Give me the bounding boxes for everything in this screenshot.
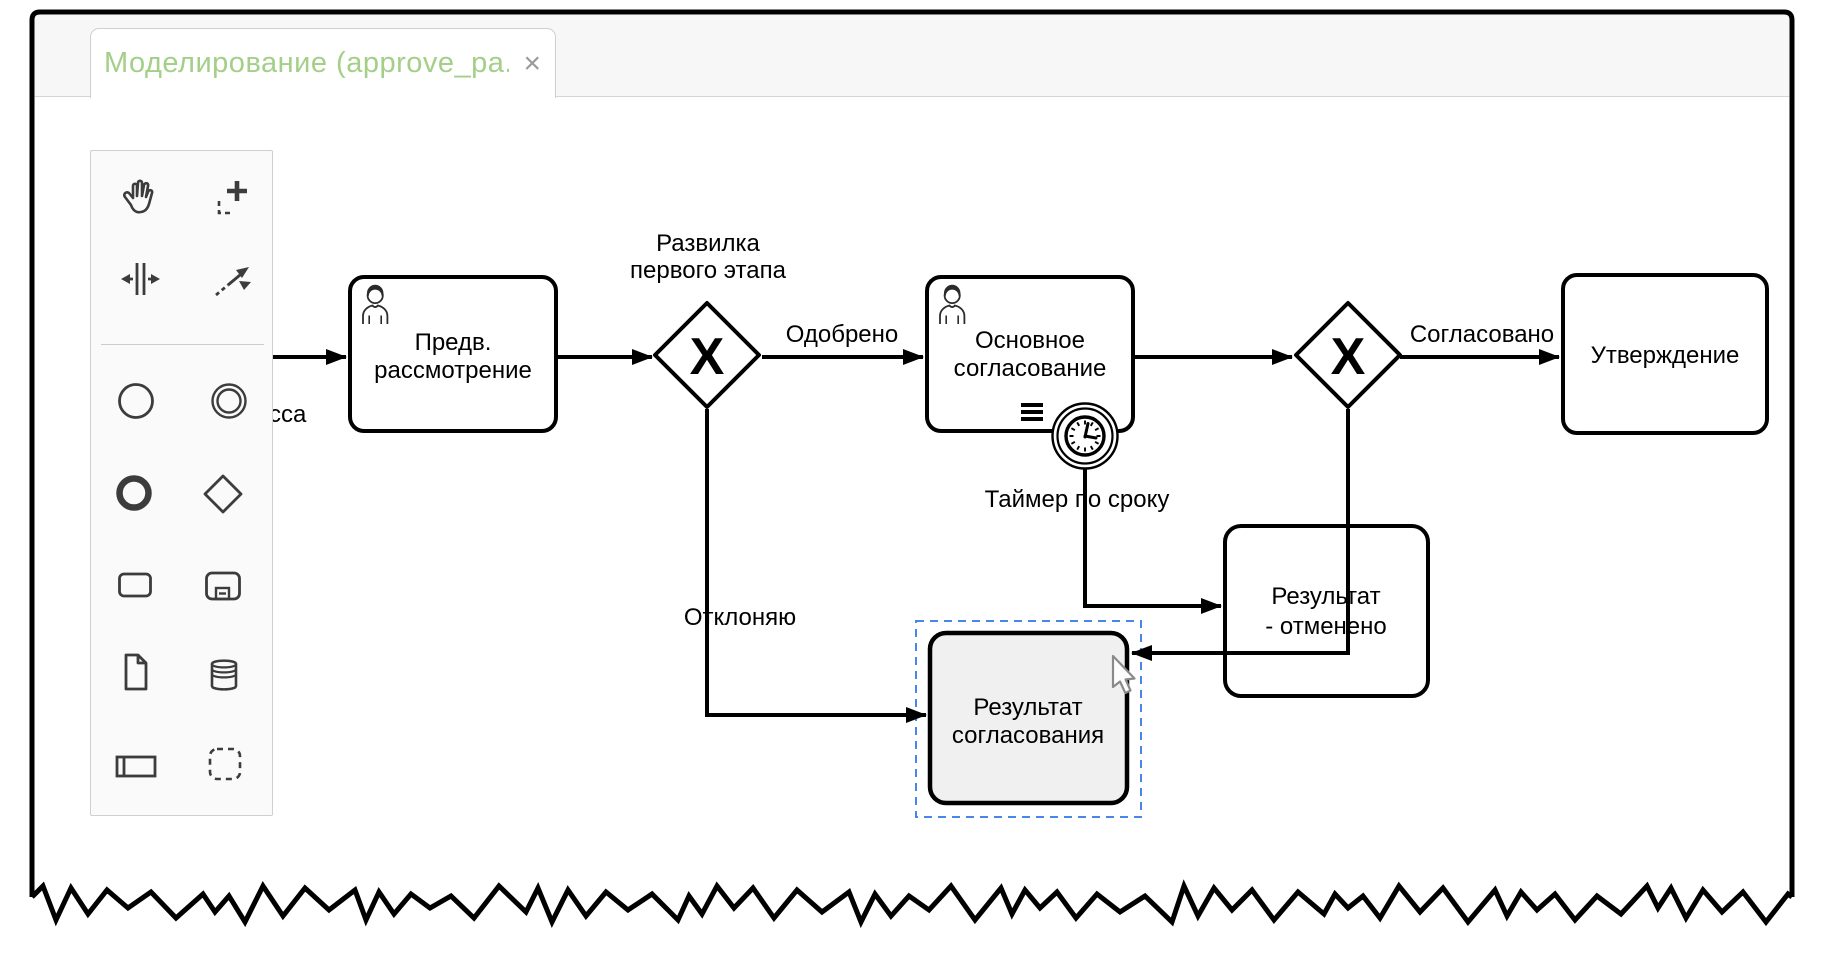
space-tool-icon — [121, 263, 160, 295]
create-data-store[interactable] — [201, 652, 247, 698]
hand-icon — [123, 179, 154, 214]
create-start-event[interactable] — [113, 378, 159, 424]
task-result-cancelled[interactable]: Результат - отменено — [1223, 524, 1430, 698]
lasso-tool[interactable] — [209, 175, 255, 221]
data-store-icon — [210, 659, 238, 691]
connect-icon — [215, 267, 251, 297]
svg-text:Утверждение: Утверждение — [1591, 342, 1740, 369]
create-end-event[interactable] — [111, 470, 157, 516]
bpmn-palette — [90, 150, 273, 816]
create-group[interactable] — [202, 741, 248, 787]
sequential-multi-instance-marker — [1021, 403, 1043, 421]
palette-separator — [101, 344, 264, 345]
flow-label-approved[interactable]: Одобрено — [786, 321, 899, 348]
global-connect-tool[interactable] — [209, 256, 255, 302]
gateway-first-stage[interactable]: X — [653, 301, 761, 409]
participant-icon — [115, 755, 157, 778]
tab-title: Моделирование (approve_pa... — [104, 47, 510, 79]
task-approval-result-selected[interactable]: Результат согласования — [927, 630, 1130, 806]
create-data-object[interactable] — [113, 649, 159, 695]
create-task[interactable] — [112, 562, 158, 608]
flow-label-rejected[interactable]: Отклоняю — [684, 604, 796, 631]
end-event-icon — [116, 475, 152, 511]
subprocess-icon — [205, 571, 241, 601]
gateway-icon — [203, 474, 243, 514]
svg-text:Результат: Результат — [973, 694, 1082, 721]
lasso-icon — [217, 181, 247, 215]
space-tool[interactable] — [117, 256, 163, 302]
create-participant[interactable] — [113, 743, 159, 789]
intermediate-event-icon — [211, 383, 247, 419]
gateway-second[interactable]: X — [1294, 301, 1402, 409]
svg-text:Результат: Результат — [1271, 583, 1380, 610]
timer-clock-icon — [1064, 415, 1106, 457]
create-gateway[interactable] — [200, 471, 246, 517]
timer-label[interactable]: Таймер по сроку — [985, 486, 1170, 513]
close-icon[interactable]: × — [523, 46, 541, 80]
svg-text:- отменено: - отменено — [1265, 613, 1387, 640]
gateway1-label-line2[interactable]: первого этапа — [630, 257, 787, 284]
svg-text:согласование: согласование — [954, 355, 1107, 382]
task-preliminary-review[interactable]: Предв. рассмотрение — [348, 275, 558, 433]
group-icon — [208, 747, 242, 781]
gateway-x-marker: X — [1331, 328, 1366, 386]
flow-rejected[interactable] — [705, 409, 927, 723]
svg-text:Основное: Основное — [975, 327, 1085, 354]
data-object-icon — [124, 653, 148, 691]
flow-label-agreed[interactable]: Согласовано — [1410, 321, 1554, 348]
task-icon — [118, 572, 152, 598]
create-subprocess[interactable] — [200, 563, 246, 609]
svg-text:согласования: согласования — [952, 722, 1104, 749]
start-event-label-clipped[interactable]: сса — [269, 401, 307, 428]
start-event-icon — [118, 383, 154, 419]
tab-bar: Моделирование (approve_pa... × — [35, 15, 1789, 98]
task-approval[interactable]: Утверждение — [1561, 273, 1769, 435]
gateway-x-marker: X — [690, 328, 725, 386]
create-intermediate-event[interactable] — [206, 378, 252, 424]
boundary-timer-event[interactable] — [1051, 402, 1119, 470]
hand-tool[interactable] — [117, 175, 163, 221]
tab-modeling[interactable]: Моделирование (approve_pa... × — [90, 28, 556, 98]
svg-text:Предв.: Предв. — [415, 329, 492, 356]
svg-text:рассмотрение: рассмотрение — [374, 357, 532, 384]
gateway1-label-line1[interactable]: Развилка — [656, 230, 760, 257]
